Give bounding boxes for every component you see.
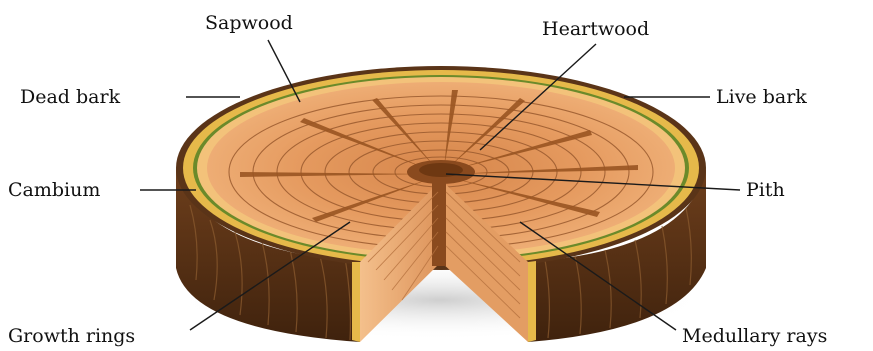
- label-live-bark: Live bark: [716, 86, 807, 108]
- label-cambium: Cambium: [8, 179, 100, 201]
- cut-bark-edge-left: [352, 262, 360, 342]
- label-heartwood: Heartwood: [542, 18, 649, 40]
- cut-bark-edge-right: [528, 261, 536, 342]
- label-growth-rings: Growth rings: [8, 325, 135, 347]
- label-pith: Pith: [746, 179, 785, 201]
- label-dead-bark: Dead bark: [20, 86, 121, 108]
- label-medullary-rays: Medullary rays: [682, 325, 827, 347]
- label-sapwood: Sapwood: [205, 12, 293, 34]
